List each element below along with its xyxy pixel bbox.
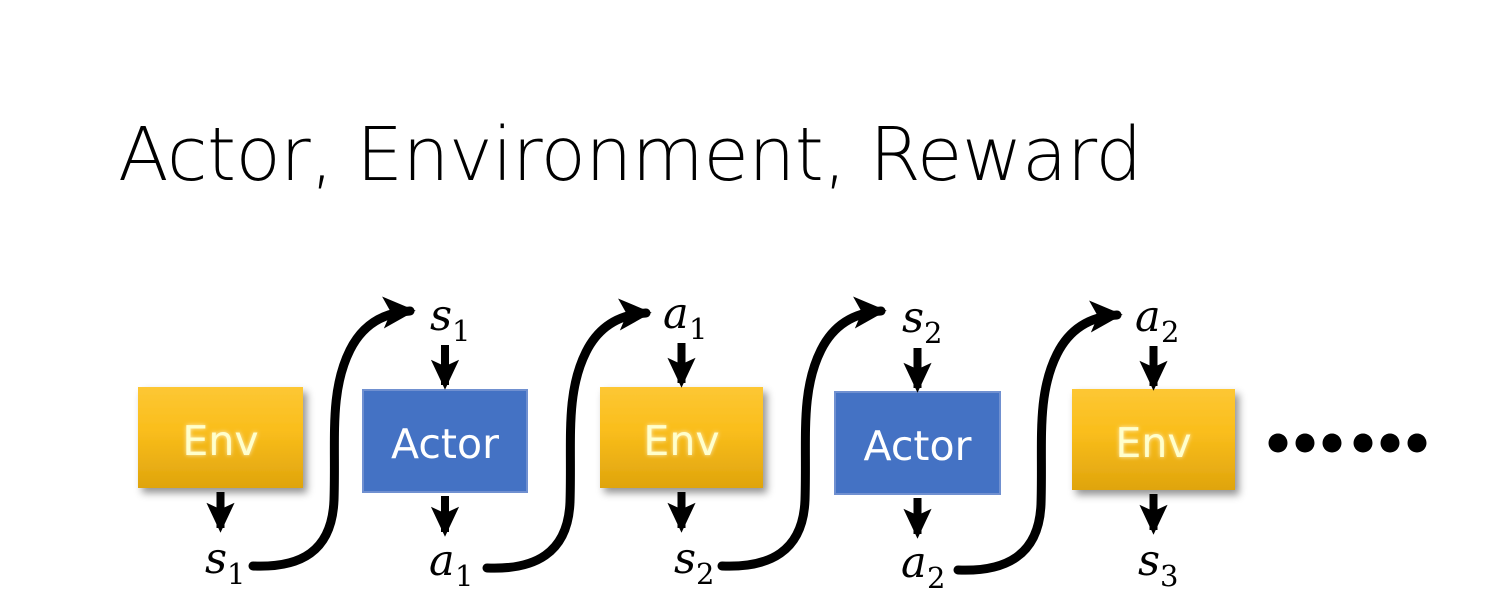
box-actor-1-shape <box>362 389 528 493</box>
label-top-a1-subscript: 1 <box>689 312 707 346</box>
ellipsis-dot <box>1407 433 1427 453</box>
connector-a2-to-env3 <box>953 300 1123 575</box>
label-top-s1-subscript: 1 <box>452 314 470 348</box>
label-bottom-s2-base: s <box>674 534 696 584</box>
label-top-a2-base: a <box>1135 292 1161 342</box>
label-bottom-s2-subscript: 2 <box>696 557 714 591</box>
box-actor-2-shape <box>834 391 1001 495</box>
label-top-a2-subscript: 2 <box>1161 315 1179 349</box>
box-actor-1[interactable]: Actor <box>362 389 528 493</box>
box-env-2-shape <box>600 387 763 488</box>
connector-s1-to-actor1 <box>248 296 416 571</box>
label-bottom-s3-base: s <box>1138 536 1160 586</box>
label-bottom-s3-subscript: 3 <box>1160 559 1178 593</box>
label-bottom-s3: s 3 <box>1138 536 1178 593</box>
label-bottom-a2: a 2 <box>901 538 945 595</box>
box-env-1-label: Env <box>182 417 258 465</box>
ellipsis-dot <box>1322 433 1342 453</box>
box-env-3-shape <box>1072 389 1235 490</box>
ellipsis-dot <box>1353 433 1373 453</box>
box-actor-2[interactable]: Actor <box>834 391 1001 495</box>
label-bottom-s1: s 1 <box>205 534 245 591</box>
label-top-a1-base: a <box>663 289 689 339</box>
label-bottom-s1-base: s <box>205 534 227 584</box>
ellipsis-dot <box>1380 433 1400 453</box>
label-bottom-a2-base: a <box>901 538 927 588</box>
box-actor-2-label: Actor <box>864 422 972 470</box>
label-bottom-a1-subscript: 1 <box>455 559 473 593</box>
label-bottom-s1-subscript: 1 <box>227 557 245 591</box>
label-top-s1-base: s <box>430 291 452 341</box>
label-bottom-a1: a 1 <box>429 536 473 593</box>
box-env-1[interactable]: Env <box>138 387 303 488</box>
label-top-a2: a 2 <box>1135 292 1179 349</box>
label-top-s2-base: s <box>902 293 924 343</box>
connector-s2-to-actor2 <box>717 296 887 571</box>
label-bottom-a2-subscript: 2 <box>927 561 945 595</box>
label-top-s2: s 2 <box>902 293 942 350</box>
box-env-3[interactable]: Env <box>1072 389 1235 490</box>
box-env-3-label: Env <box>1115 419 1191 467</box>
connector-a1-to-env2 <box>482 298 652 573</box>
label-top-s2-subscript: 2 <box>924 316 942 350</box>
box-env-2[interactable]: Env <box>600 387 763 488</box>
box-env-1-shape <box>138 387 303 488</box>
box-actor-1-label: Actor <box>391 420 499 468</box>
ellipsis-dot <box>1295 433 1315 453</box>
label-bottom-a1-base: a <box>429 536 455 586</box>
continuation-ellipsis <box>1268 433 1427 453</box>
page-title: Actor, Environment, Reward <box>118 112 1142 198</box>
label-bottom-s2: s 2 <box>674 534 714 591</box>
ellipsis-dot <box>1268 433 1288 453</box>
box-env-2-label: Env <box>643 417 719 465</box>
label-top-s1: s 1 <box>430 291 470 348</box>
label-top-a1: a 1 <box>663 289 707 346</box>
